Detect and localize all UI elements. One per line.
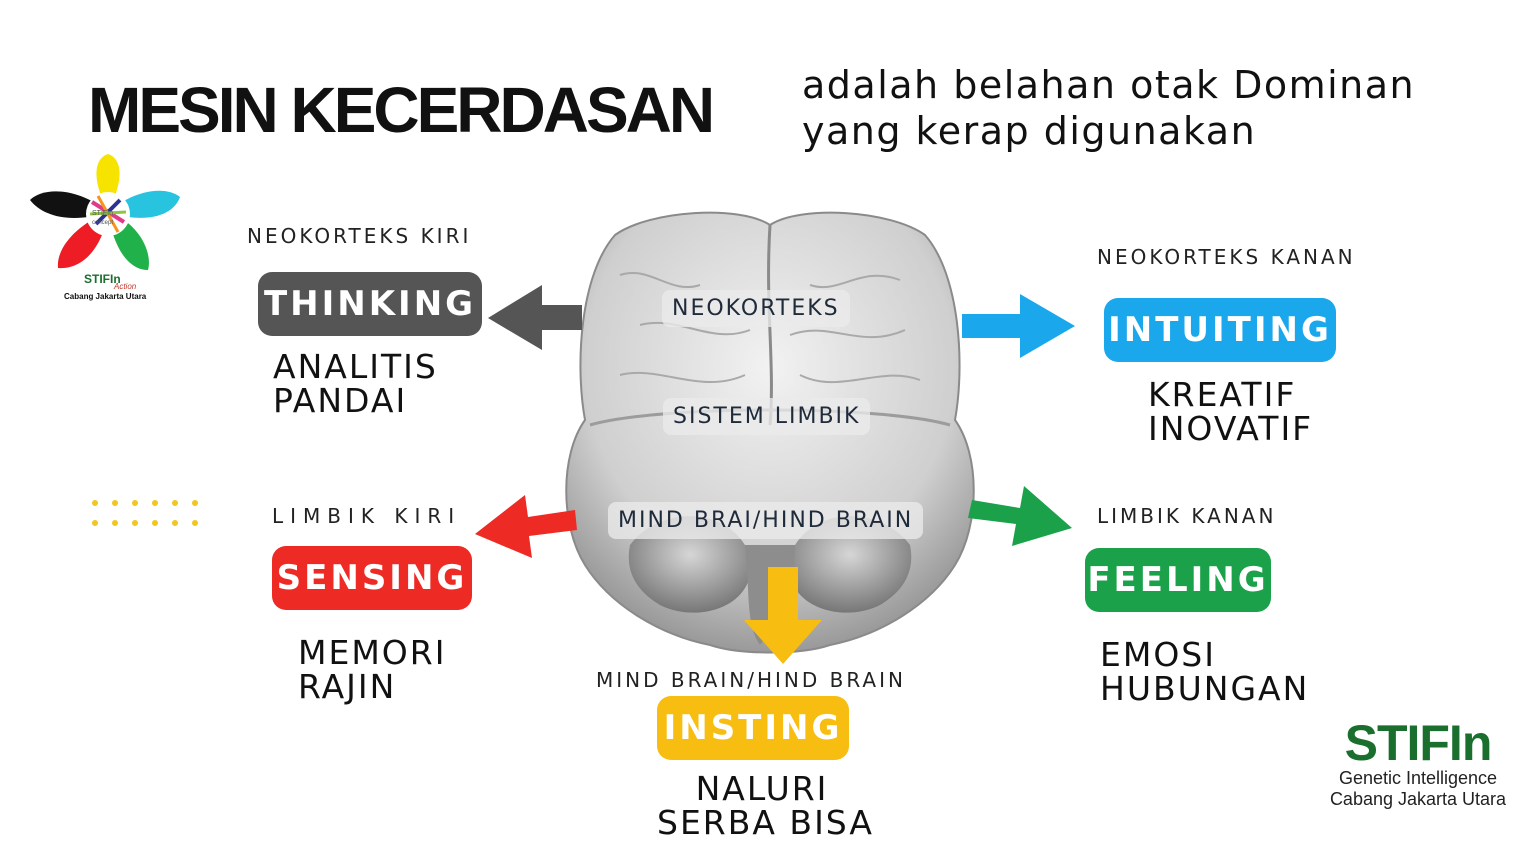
page-subtitle: adalah belahan otak Dominan yang kerap d… xyxy=(802,62,1415,154)
arrow-insting xyxy=(744,567,822,664)
logo-inner-line-2: concept xyxy=(92,220,114,226)
region-mind-brain-hind-brain: MIND BRAIN/HIND BRAIN xyxy=(596,668,906,692)
pill-intuiting: INTUITING xyxy=(1104,298,1336,362)
brain-label-sistem-limbik: SISTEM LIMBIK xyxy=(663,398,871,435)
trait-insting-2: SERBA BISA xyxy=(657,803,874,842)
traits-sensing: MEMORI RAJIN xyxy=(298,636,446,704)
region-limbik-kiri: LIMBIK KIRI xyxy=(272,504,462,528)
arrow-sensing xyxy=(475,495,577,558)
traits-thinking: ANALITIS PANDAI xyxy=(273,350,438,418)
stifin-action-logo: STIFIn concept STIFIn Action Cabang Jaka… xyxy=(28,152,188,302)
decorative-dots xyxy=(92,500,212,530)
arrow-feeling xyxy=(968,486,1072,546)
region-neokorteks-kanan: NEOKORTEKS KANAN xyxy=(1097,245,1356,269)
traits-feeling: EMOSI HUBUNGAN xyxy=(1100,638,1309,706)
arrow-thinking xyxy=(488,285,582,350)
trait-feeling-1: EMOSI xyxy=(1100,635,1216,674)
arrow-intuiting xyxy=(962,294,1075,358)
stifin-brand: STIFIn Genetic Intelligence Cabang Jakar… xyxy=(1318,718,1518,810)
logo-bottom-line-3: Cabang Jakarta Utara xyxy=(64,292,147,301)
trait-sensing-2: RAJIN xyxy=(298,667,397,706)
flower-logo-icon xyxy=(30,154,180,270)
subtitle-line-2: yang kerap digunakan xyxy=(802,109,1257,153)
region-limbik-kanan: LIMBIK KANAN xyxy=(1097,504,1277,528)
trait-insting-1: NALURI xyxy=(695,769,829,808)
traits-insting: NALURI SERBA BISA xyxy=(657,769,874,842)
logo-bottom-line-1: STIFIn xyxy=(84,272,121,286)
trait-intuiting-2: INOVATIF xyxy=(1148,409,1314,448)
pill-thinking: THINKING xyxy=(258,272,482,336)
brand-line-1: Genetic Intelligence xyxy=(1338,768,1498,788)
brain-label-neokorteks: NEOKORTEKS xyxy=(662,290,850,327)
logo-inner-line-1: STIFIn xyxy=(92,210,114,217)
trait-feeling-2: HUBUNGAN xyxy=(1100,669,1310,708)
trait-sensing-1: MEMORI xyxy=(298,633,447,672)
subtitle-line-1: adalah belahan otak Dominan xyxy=(802,63,1416,107)
pill-feeling: FEELING xyxy=(1085,548,1271,612)
logo-bottom-line-2: Action xyxy=(114,282,137,291)
brand-name: STIFIn xyxy=(1344,715,1493,771)
pill-insting: INSTING xyxy=(657,696,849,760)
traits-intuiting: KREATIF INOVATIF xyxy=(1148,378,1313,446)
brain-label-mind-brain: MIND BRAI/HIND BRAIN xyxy=(608,502,924,539)
region-neokorteks-kiri: NEOKORTEKS KIRI xyxy=(247,224,472,248)
brand-line-2: Cabang Jakarta Utara xyxy=(1329,789,1507,809)
trait-intuiting-1: KREATIF xyxy=(1148,375,1297,414)
trait-thinking-2: PANDAI xyxy=(273,381,408,420)
page-title: MESIN KECERDASAN xyxy=(88,74,715,146)
trait-thinking-1: ANALITIS xyxy=(273,347,438,386)
pill-sensing: SENSING xyxy=(272,546,472,610)
